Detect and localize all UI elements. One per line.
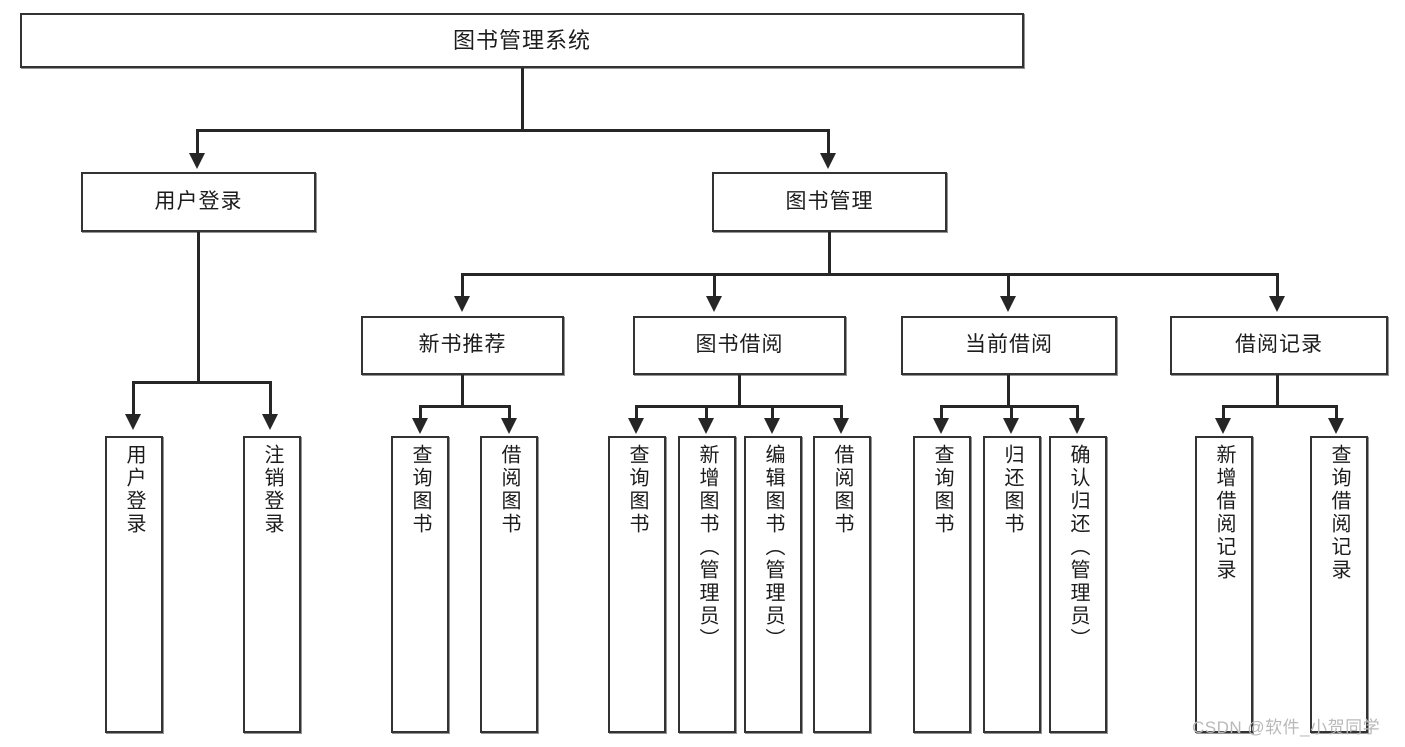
leaf-book-borrow-2[interactable]: 编辑图书（管理员） bbox=[744, 436, 802, 733]
connector-newbook-drop-1 bbox=[508, 405, 511, 419]
arrowhead-level2-0 bbox=[454, 296, 470, 312]
node-label: 图书管理 bbox=[785, 189, 874, 213]
connector-userlogin-stem bbox=[197, 232, 200, 382]
arrowhead-leaf-bookborrow-1 bbox=[698, 418, 714, 434]
node-label: 查询图书 bbox=[931, 444, 953, 536]
node-label: 新书推荐 bbox=[418, 333, 507, 357]
arrowhead-level2-2 bbox=[1000, 296, 1016, 312]
leaf-current-borrow-1[interactable]: 归还图书 bbox=[983, 436, 1041, 733]
connector-bookmgmt-bar bbox=[461, 273, 1279, 276]
node-label: 用户登录 bbox=[123, 444, 145, 536]
connector-newbook-bar bbox=[419, 405, 511, 408]
connector-bookborrow-drop-1 bbox=[705, 405, 708, 419]
node-label: 注销登录 bbox=[261, 444, 283, 536]
connector-bookborrow-drop-3 bbox=[840, 405, 843, 419]
connector-borrowrecord-stem bbox=[1276, 375, 1279, 407]
arrowhead-leaf-newbook-0 bbox=[412, 418, 428, 434]
connector-bookmgmt-drop-1 bbox=[713, 273, 716, 298]
node-label: 新增图书（管理员） bbox=[696, 444, 718, 651]
leaf-book-borrow-3[interactable]: 借阅图书 bbox=[813, 436, 871, 733]
leaf-borrow-record-1[interactable]: 查询借阅记录 bbox=[1310, 436, 1368, 733]
leaf-book-borrow-1[interactable]: 新增图书（管理员） bbox=[678, 436, 736, 733]
connector-bookborrow-drop-2 bbox=[771, 405, 774, 419]
arrowhead-level1-0 bbox=[189, 153, 205, 169]
leaf-current-borrow-0[interactable]: 查询图书 bbox=[913, 436, 971, 733]
leaf-user-login-0[interactable]: 用户登录 bbox=[105, 436, 163, 733]
node-label: 借阅记录 bbox=[1235, 333, 1323, 357]
connector-root-to-level1-1 bbox=[827, 129, 830, 155]
arrowhead-leaf-currentborrow-2 bbox=[1069, 418, 1085, 434]
connector-currentborrow-drop-2 bbox=[1076, 405, 1079, 419]
node-label: 归还图书 bbox=[1001, 444, 1023, 536]
connector-bookmgmt-drop-0 bbox=[461, 273, 464, 298]
node-label: 查询借阅记录 bbox=[1328, 444, 1350, 582]
arrowhead-level2-1 bbox=[706, 296, 722, 312]
connector-root-to-level1-0 bbox=[196, 129, 199, 155]
node-borrow-record[interactable]: 借阅记录 bbox=[1170, 316, 1388, 375]
connector-bookborrow-drop-0 bbox=[635, 405, 638, 419]
connector-userlogin-drop-1 bbox=[269, 381, 272, 416]
connector-currentborrow-bar bbox=[940, 405, 1078, 408]
arrowhead-leaf-currentborrow-0 bbox=[933, 418, 949, 434]
arrowhead-leaf-newbook-1 bbox=[501, 418, 517, 434]
arrowhead-leaf-bookborrow-0 bbox=[628, 418, 644, 434]
arrowhead-leaf-user-login-1 bbox=[262, 414, 278, 430]
csdn-watermark: CSDN @软件_小贺同学 bbox=[1192, 718, 1381, 737]
leaf-current-borrow-2[interactable]: 确认归还（管理员） bbox=[1049, 436, 1107, 733]
connector-borrowrecord-drop-1 bbox=[1335, 405, 1338, 419]
connector-newbook-drop-0 bbox=[419, 405, 422, 419]
connector-newbook-stem bbox=[461, 375, 464, 407]
node-label: 借阅图书 bbox=[831, 444, 853, 536]
node-label: 确认归还（管理员） bbox=[1067, 444, 1089, 651]
node-label: 图书借阅 bbox=[695, 333, 784, 357]
node-label: 查询图书 bbox=[626, 444, 648, 536]
connector-currentborrow-drop-0 bbox=[940, 405, 943, 419]
arrowhead-leaf-bookborrow-2 bbox=[764, 418, 780, 434]
connector-bookborrow-stem bbox=[738, 375, 741, 407]
arrowhead-leaf-currentborrow-1 bbox=[1003, 418, 1019, 434]
leaf-borrow-record-0[interactable]: 新增借阅记录 bbox=[1195, 436, 1253, 733]
connector-bookmgmt-drop-3 bbox=[1276, 273, 1279, 298]
connector-bookborrow-bar bbox=[635, 405, 843, 408]
node-root-system[interactable]: 图书管理系统 bbox=[20, 13, 1024, 68]
node-label: 查询图书 bbox=[409, 444, 431, 536]
connector-borrowrecord-bar bbox=[1222, 405, 1338, 408]
connector-root-stem bbox=[521, 68, 524, 130]
arrowhead-leaf-bookborrow-3 bbox=[833, 418, 849, 434]
node-new-book-recommend[interactable]: 新书推荐 bbox=[361, 316, 564, 375]
node-book-management[interactable]: 图书管理 bbox=[712, 172, 947, 232]
arrowhead-leaf-borrowrecord-0 bbox=[1215, 418, 1231, 434]
node-label: 图书管理系统 bbox=[452, 27, 591, 53]
node-book-borrow[interactable]: 图书借阅 bbox=[633, 316, 846, 375]
connector-userlogin-drop-0 bbox=[132, 381, 135, 416]
arrowhead-level1-1 bbox=[820, 153, 836, 169]
node-user-login[interactable]: 用户登录 bbox=[81, 172, 316, 232]
node-label: 借阅图书 bbox=[498, 444, 520, 536]
connector-bookmgmt-drop-2 bbox=[1007, 273, 1010, 298]
node-label: 编辑图书（管理员） bbox=[762, 444, 784, 651]
node-label: 新增借阅记录 bbox=[1213, 444, 1235, 582]
leaf-book-borrow-0[interactable]: 查询图书 bbox=[608, 436, 666, 733]
leaf-user-login-1[interactable]: 注销登录 bbox=[243, 436, 301, 733]
connector-bookmgmt-stem bbox=[828, 232, 831, 274]
connector-borrowrecord-drop-0 bbox=[1222, 405, 1225, 419]
arrowhead-level2-3 bbox=[1269, 296, 1285, 312]
connector-currentborrow-drop-1 bbox=[1010, 405, 1013, 419]
arrowhead-leaf-borrowrecord-1 bbox=[1328, 418, 1344, 434]
leaf-new-book-recommend-0[interactable]: 查询图书 bbox=[391, 436, 449, 733]
node-current-borrow[interactable]: 当前借阅 bbox=[901, 316, 1117, 375]
node-label: 当前借阅 bbox=[965, 333, 1053, 357]
arrowhead-leaf-user-login-0 bbox=[125, 414, 141, 430]
connector-currentborrow-stem bbox=[1007, 375, 1010, 407]
connector-userlogin-bar bbox=[132, 381, 269, 384]
node-label: 用户登录 bbox=[154, 189, 243, 213]
connector-root-bar bbox=[196, 129, 830, 132]
leaf-new-book-recommend-1[interactable]: 借阅图书 bbox=[480, 436, 538, 733]
